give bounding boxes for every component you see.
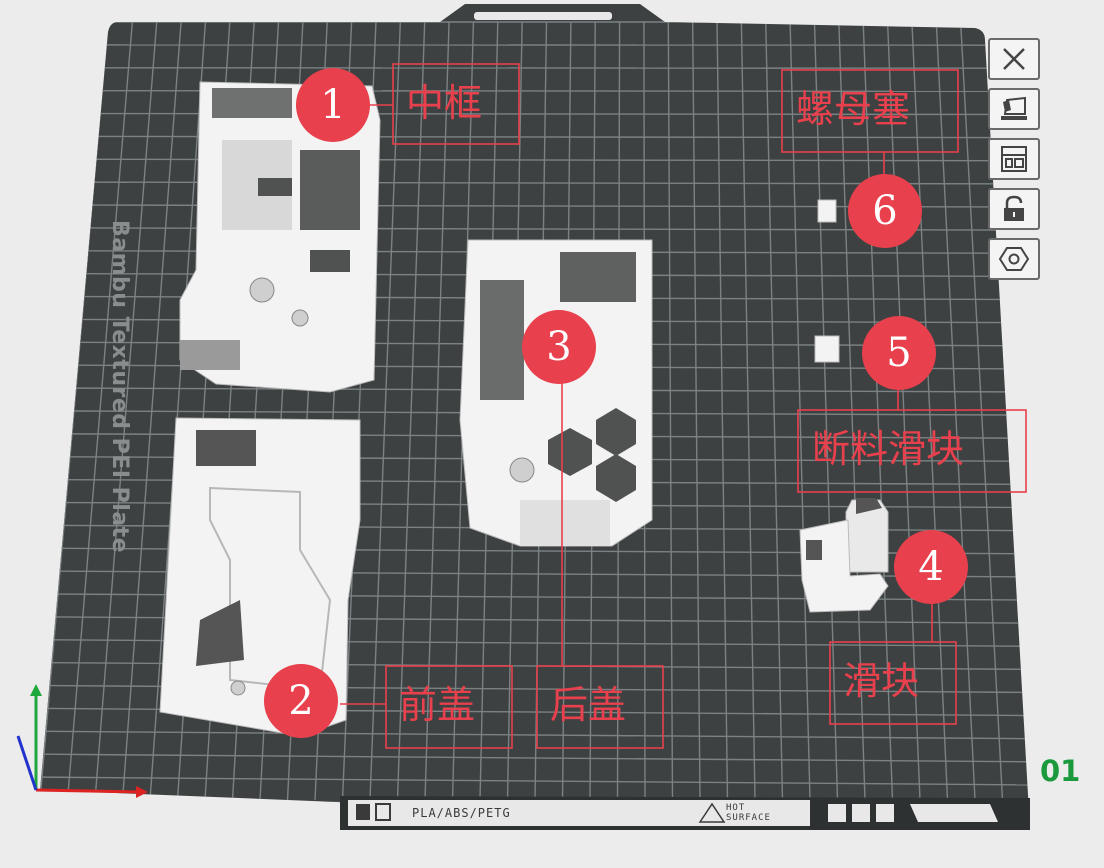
grid-line [424,21,450,801]
y-axis [16,735,38,791]
grid-line [369,21,402,801]
callout-label-6: 螺母塞 [796,87,911,131]
lock-icon [1004,195,1024,221]
hot-surface-line-1: HOT [726,803,746,813]
grid-line [396,21,426,801]
part-back-cover [459,239,653,547]
callout-label-5: 断料滑块 [812,427,965,471]
plate-icon-a [356,804,370,820]
plate-index-label: 01 [1040,754,1081,788]
hot-surface-line-2: SURFACE [726,813,771,823]
plate-corner-tab-2 [852,804,870,822]
grid-line [43,753,1028,763]
callout-number-1: 1 [296,68,370,142]
grid-line [740,21,756,801]
callout-number-3: 3 [522,310,596,384]
part-filament-break-slider [814,335,840,363]
warning-triangle-icon [698,802,726,823]
plate-handle [474,12,612,20]
grid-line [959,21,1004,801]
callout-label-4: 滑块 [843,659,920,703]
settings-icon [998,247,1030,271]
filament-label-panel [348,800,810,826]
callout-box-5 [797,409,1027,493]
z-axis-arrow [30,684,42,696]
grid-line [691,21,701,801]
close-plate-button[interactable] [988,38,1040,80]
callout-box-2 [385,665,513,749]
hot-surface-warning: HOT SURFACE [726,803,771,823]
filament-type-label: PLA/ABS/PETG [412,806,511,820]
callout-box-6 [781,69,959,153]
plate-corner-tab-3 [876,804,894,822]
plate-corner-tab-1 [828,804,846,822]
callout-number-2: 2 [264,664,338,738]
arrange-button[interactable] [988,138,1040,180]
callout-label-1: 中框 [406,81,483,125]
plate-brand-label: Bambu Textured PEI Plate [107,220,132,554]
plate-settings-button[interactable] [988,238,1040,280]
lock-plate-button[interactable] [988,188,1040,230]
grid-line [765,21,784,801]
x-axis [35,788,141,794]
grid-line [41,776,1029,786]
close-icon [1003,48,1025,70]
callout-number-6: 6 [848,174,922,248]
x-axis-arrow [136,786,148,798]
grid-line [667,21,674,801]
callout-box-4 [829,641,957,725]
callout-label-2: 前盖 [399,683,476,727]
part-slider [799,498,889,613]
auto-orient-button[interactable] [988,88,1040,130]
callout-number-5: 5 [862,316,936,390]
callout-label-3: 后盖 [550,683,627,727]
callout-box-1 [392,63,520,145]
grid-line [45,730,1027,740]
plate-toolbar [988,38,1050,288]
arrange-icon [1001,146,1027,172]
part-nut-plug [817,199,837,223]
plate-corner-flag [910,804,998,822]
grid-line [716,21,729,801]
auto-orient-icon [1001,96,1027,120]
part-front-cover [159,417,361,737]
part-middle-frame [179,81,381,393]
callout-box-3 [536,665,664,749]
plate-icon-b [375,803,391,821]
callout-number-4: 4 [894,530,968,604]
